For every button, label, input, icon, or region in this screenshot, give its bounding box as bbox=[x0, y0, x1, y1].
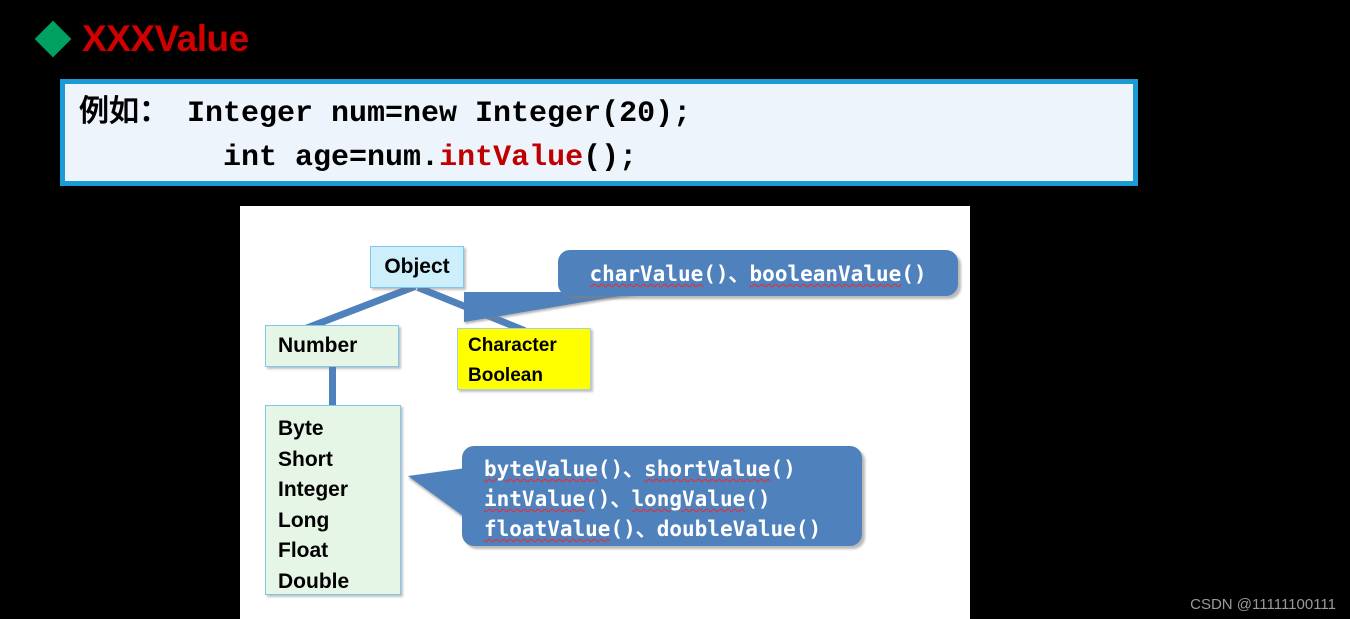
method-booleanvalue: booleanValue bbox=[749, 262, 902, 286]
node-object-label: Object bbox=[384, 255, 450, 278]
callout-row3-sep: ()、 bbox=[610, 517, 657, 541]
node-character-boolean: Character Boolean bbox=[457, 328, 591, 390]
method-charvalue: charValue bbox=[589, 262, 704, 286]
code-example-box: 例如： Integer num=new Integer(20); int age… bbox=[60, 79, 1138, 186]
code-line-2: int age=num.intValue(); bbox=[79, 136, 1133, 180]
method-floatvalue: floatValue bbox=[484, 517, 611, 541]
list-item: Long bbox=[278, 508, 330, 532]
callout-top-sep1: ()、 bbox=[703, 262, 750, 286]
code-line-2-highlight: intValue bbox=[439, 141, 584, 175]
method-shortvalue: shortValue bbox=[644, 457, 771, 481]
method-intvalue: intValue bbox=[484, 487, 586, 511]
callout-top-tail bbox=[464, 292, 644, 322]
callout-char-boolean-methods: charValue()、booleanValue() bbox=[558, 250, 958, 296]
node-number: Number bbox=[265, 325, 399, 367]
diamond-bullet-icon bbox=[34, 20, 72, 57]
method-bytevalue: byteValue bbox=[484, 457, 598, 481]
callout-row2-sep: ()、 bbox=[585, 487, 632, 511]
csdn-watermark: CSDN @11111100111 bbox=[1190, 596, 1336, 613]
callout-number-methods: byteValue()、shortValue() intValue()、long… bbox=[462, 446, 862, 546]
callout-top-text: charValue()、booleanValue() bbox=[589, 258, 926, 288]
list-item: Short bbox=[278, 447, 333, 471]
callout-row3-end: () bbox=[795, 517, 822, 541]
code-line-2-prefix: int age=num. bbox=[79, 141, 440, 175]
method-doublevalue: doubleValue bbox=[656, 517, 796, 541]
method-longvalue: longValue bbox=[631, 487, 746, 511]
node-character-label: Character bbox=[468, 335, 557, 356]
callout-bottom-tail bbox=[408, 468, 466, 518]
class-hierarchy-diagram: Object Number Character Boolean Byte Sho… bbox=[240, 206, 970, 619]
page-title: XXXValue bbox=[82, 18, 249, 59]
list-item: Integer bbox=[278, 478, 349, 501]
list-item: Double bbox=[278, 569, 350, 593]
slide-header: XXXValue bbox=[34, 18, 249, 59]
node-number-label: Number bbox=[278, 334, 358, 357]
callout-bottom-row-1: byteValue()、shortValue() bbox=[484, 454, 862, 484]
node-number-subtypes: Byte Short Integer Long Float Double bbox=[265, 405, 401, 595]
code-line-1: 例如： Integer num=new Integer(20); bbox=[79, 97, 692, 131]
callout-top-sep2: () bbox=[901, 262, 927, 286]
list-item: Float bbox=[278, 539, 329, 562]
node-object: Object bbox=[370, 246, 464, 288]
callout-row2-end: () bbox=[745, 487, 771, 511]
callout-bottom-row-2: intValue()、longValue() bbox=[484, 484, 862, 514]
node-boolean-label: Boolean bbox=[468, 365, 543, 386]
code-line-2-suffix: (); bbox=[583, 141, 638, 175]
callout-row1-end: () bbox=[770, 457, 796, 481]
connector-number-to-types bbox=[329, 367, 336, 407]
list-item: Byte bbox=[278, 417, 324, 440]
callout-row1-sep: ()、 bbox=[597, 457, 645, 481]
callout-bottom-row-3: floatValue()、doubleValue() bbox=[484, 514, 862, 544]
